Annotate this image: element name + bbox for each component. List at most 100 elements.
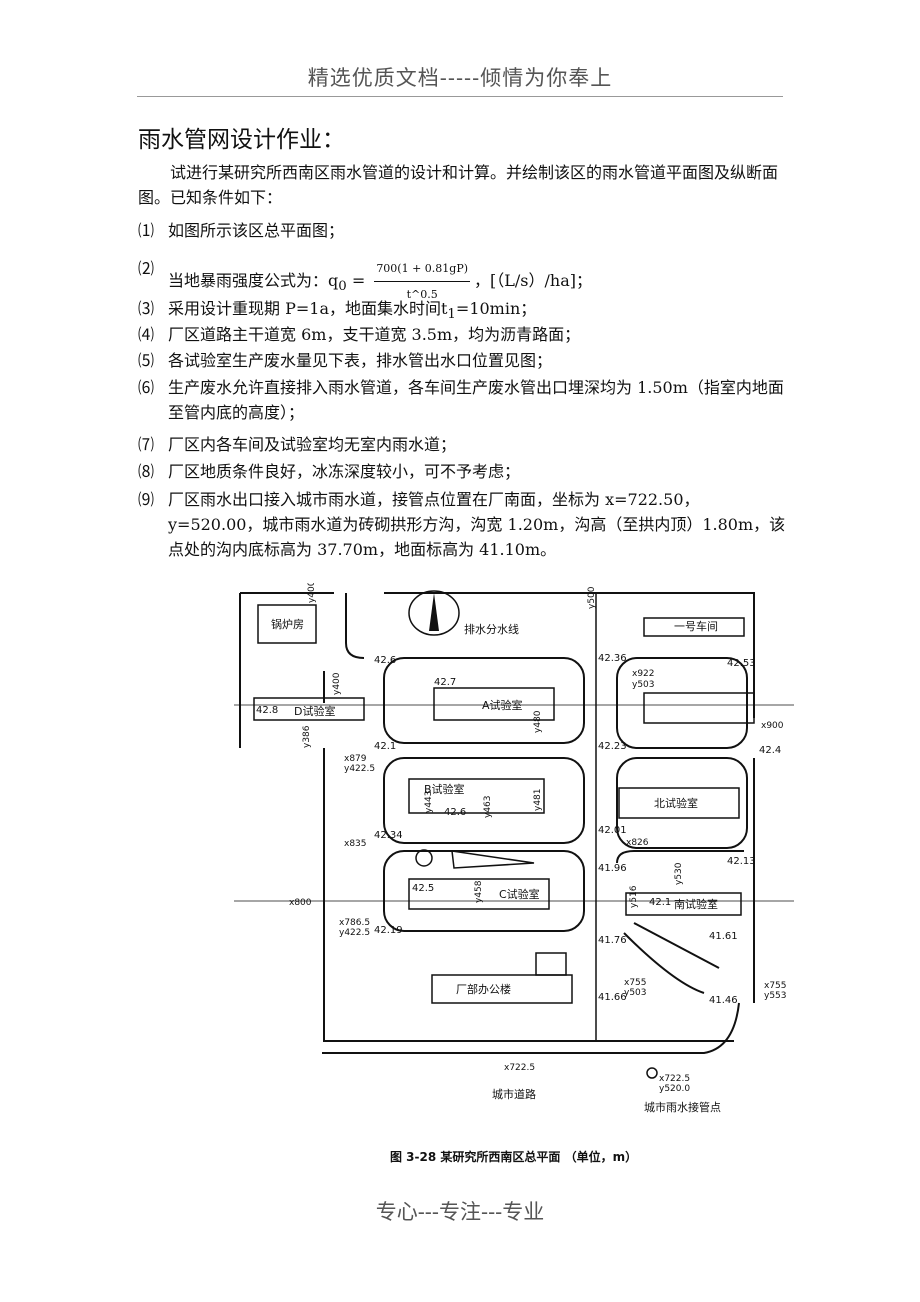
coord-label: y530: [674, 862, 684, 885]
elevation: 42.1: [374, 741, 396, 752]
item-number: ⑵: [138, 259, 155, 278]
coord-label: y553: [764, 991, 787, 1001]
condition-item-2: ⑵ 当地暴雨强度公式为：q0 = 700(1 + 0.81gP)t^0.5，[（…: [138, 256, 788, 307]
page-footer: 专心---专注---专业: [375, 1200, 545, 1224]
label-city-road: 城市道路: [492, 1087, 536, 1101]
elevation: 41.96: [598, 863, 627, 874]
label-city-connection: 城市雨水接管点: [644, 1100, 721, 1114]
elevation: 41.61: [709, 931, 738, 942]
elevation: 42.5: [412, 883, 434, 894]
coord-label: y422.5: [344, 764, 375, 774]
item-number: ⑻: [138, 462, 155, 481]
coord-label: x900: [761, 721, 784, 731]
road-loop-north-lab: [616, 757, 748, 849]
diagonal-road: [633, 922, 720, 969]
boundary-north-east: [384, 592, 755, 718]
coord-label: y516: [629, 885, 639, 908]
elevation: 42.1: [649, 897, 671, 908]
lab-d-building: [253, 697, 365, 721]
elevation: 42.01: [598, 825, 627, 836]
coord-label: y480: [533, 710, 543, 733]
elevation: 42.7: [434, 677, 456, 688]
coord-label: y400: [332, 672, 342, 695]
road-loop-ne: [616, 657, 748, 749]
site-plan-figure: 锅炉房 D试验室 A试验室 B试验室 C试验室 一号车间 北试验室 南试验室 厂…: [234, 583, 794, 1123]
item-number: ⑹: [138, 378, 155, 397]
coord-label: x879: [344, 754, 367, 764]
item-text: 厂区雨水出口接入城市雨水道，接管点位置在厂南面，坐标为 x=722.50，y=5…: [168, 490, 786, 559]
item-text: 各试验室生产废水量见下表，排水管出水口位置见图；: [168, 351, 553, 370]
item-text: 当地暴雨强度公式为：q0 = 700(1 + 0.81gP)t^0.5，[（L/…: [168, 256, 788, 307]
item-text: 厂区道路主干道宽 6m，支干道宽 3.5m，均为沥青路面；: [168, 325, 581, 344]
item-text-post: =10min；: [455, 299, 537, 318]
elevation: 42.34: [374, 830, 403, 841]
condition-item-4: ⑷ 厂区道路主干道宽 6m，支干道宽 3.5m，均为沥青路面；: [138, 322, 788, 347]
road-loop-b: [383, 757, 585, 844]
condition-item-9: ⑼ 厂区雨水出口接入城市雨水道，接管点位置在厂南面，坐标为 x=722.50，y…: [138, 487, 788, 562]
elevation: 42.23: [598, 741, 627, 752]
road-loop-c: [383, 850, 585, 932]
coord-label: x922: [632, 669, 655, 679]
elevation: 42.19: [374, 925, 403, 936]
item-number: ⑼: [138, 490, 155, 509]
road-west-arc: [345, 593, 365, 659]
page-title: 雨水管网设计作业：: [138, 127, 345, 153]
item-subscript: 1: [447, 307, 456, 323]
coord-label: y422.5: [339, 928, 370, 938]
coord-label: x755: [764, 981, 787, 991]
coord-label: y481: [533, 788, 543, 811]
lab-c-building: [408, 878, 550, 910]
condition-item-3: ⑶ 采用设计重现期 P=1a，地面集水时间t1=10min；: [138, 296, 788, 327]
elevation: 42.13: [727, 856, 756, 867]
coord-label: x835: [344, 839, 367, 849]
condition-item-7: ⑺ 厂区内各车间及试验室均无室内雨水道；: [138, 432, 788, 457]
label-drain-divide: 排水分水线: [464, 622, 519, 636]
label-lab-d: D试验室: [294, 704, 335, 718]
road-south-lab: [616, 850, 744, 864]
label-lab-b: B试验室: [424, 782, 465, 796]
label-office: 厂部办公楼: [456, 982, 511, 996]
diagonal-road-2: [623, 932, 705, 994]
formula-prefix: 当地暴雨强度公式为：q: [168, 271, 339, 290]
elevation: 41.76: [598, 935, 627, 946]
item-number: ⑴: [138, 221, 155, 240]
coord-label: y503: [624, 988, 647, 998]
north-lab-building: [618, 787, 740, 819]
road-loop-a: [383, 657, 585, 744]
pond: [451, 850, 535, 869]
elevation: 42.6: [444, 807, 466, 818]
water-tank: [415, 849, 433, 867]
coord-label: x800: [289, 898, 312, 908]
intro-paragraph: 试进行某研究所西南区雨水管道的设计和计算。并绘制该区的雨水管道平面图及纵断面图。…: [138, 163, 779, 207]
label-north-lab: 北试验室: [654, 796, 698, 810]
elevation: 42.6: [374, 655, 396, 666]
elevation: 42.53: [727, 658, 756, 669]
coord-label: y520.0: [659, 1084, 690, 1094]
item-number: ⑷: [138, 325, 155, 344]
connection-point-icon: [646, 1067, 658, 1079]
item-text: 如图所示该区总平面图；: [168, 221, 345, 240]
label-boiler: 锅炉房: [271, 618, 304, 631]
office-building: [431, 974, 573, 1004]
ne-building: [643, 692, 755, 724]
workshop-1-building: [643, 617, 745, 637]
street-curb: [322, 1002, 740, 1054]
condition-item-5: ⑸ 各试验室生产废水量见下表，排水管出水口位置见图；: [138, 348, 788, 373]
lab-b-building: [408, 778, 545, 814]
coord-label: x722.5: [659, 1074, 690, 1084]
rainfall-formula-fraction: 700(1 + 0.81gP)t^0.5: [374, 256, 471, 307]
label-lab-a: A试验室: [482, 698, 523, 712]
item-number: ⑺: [138, 435, 155, 454]
item-number: ⑶: [138, 299, 155, 318]
lab-a-building: [433, 687, 555, 721]
formula-equals: =: [346, 271, 371, 290]
formula-suffix: ，[（L/s）/ha]；: [474, 271, 592, 290]
coord-label: y503: [632, 680, 655, 690]
coord-label: y443: [424, 790, 434, 813]
header-divider: [137, 96, 783, 97]
elevation: 42.36: [598, 653, 627, 664]
condition-item-8: ⑻ 厂区地质条件良好，冰冻深度较小，可不予考虑；: [138, 459, 788, 484]
condition-item-6: ⑹ 生产废水允许直接排入雨水管道，各车间生产废水管出口埋深均为 1.50m（指室…: [138, 375, 788, 425]
coord-label: x755: [624, 978, 647, 988]
elevation: 41.66: [598, 992, 627, 1003]
